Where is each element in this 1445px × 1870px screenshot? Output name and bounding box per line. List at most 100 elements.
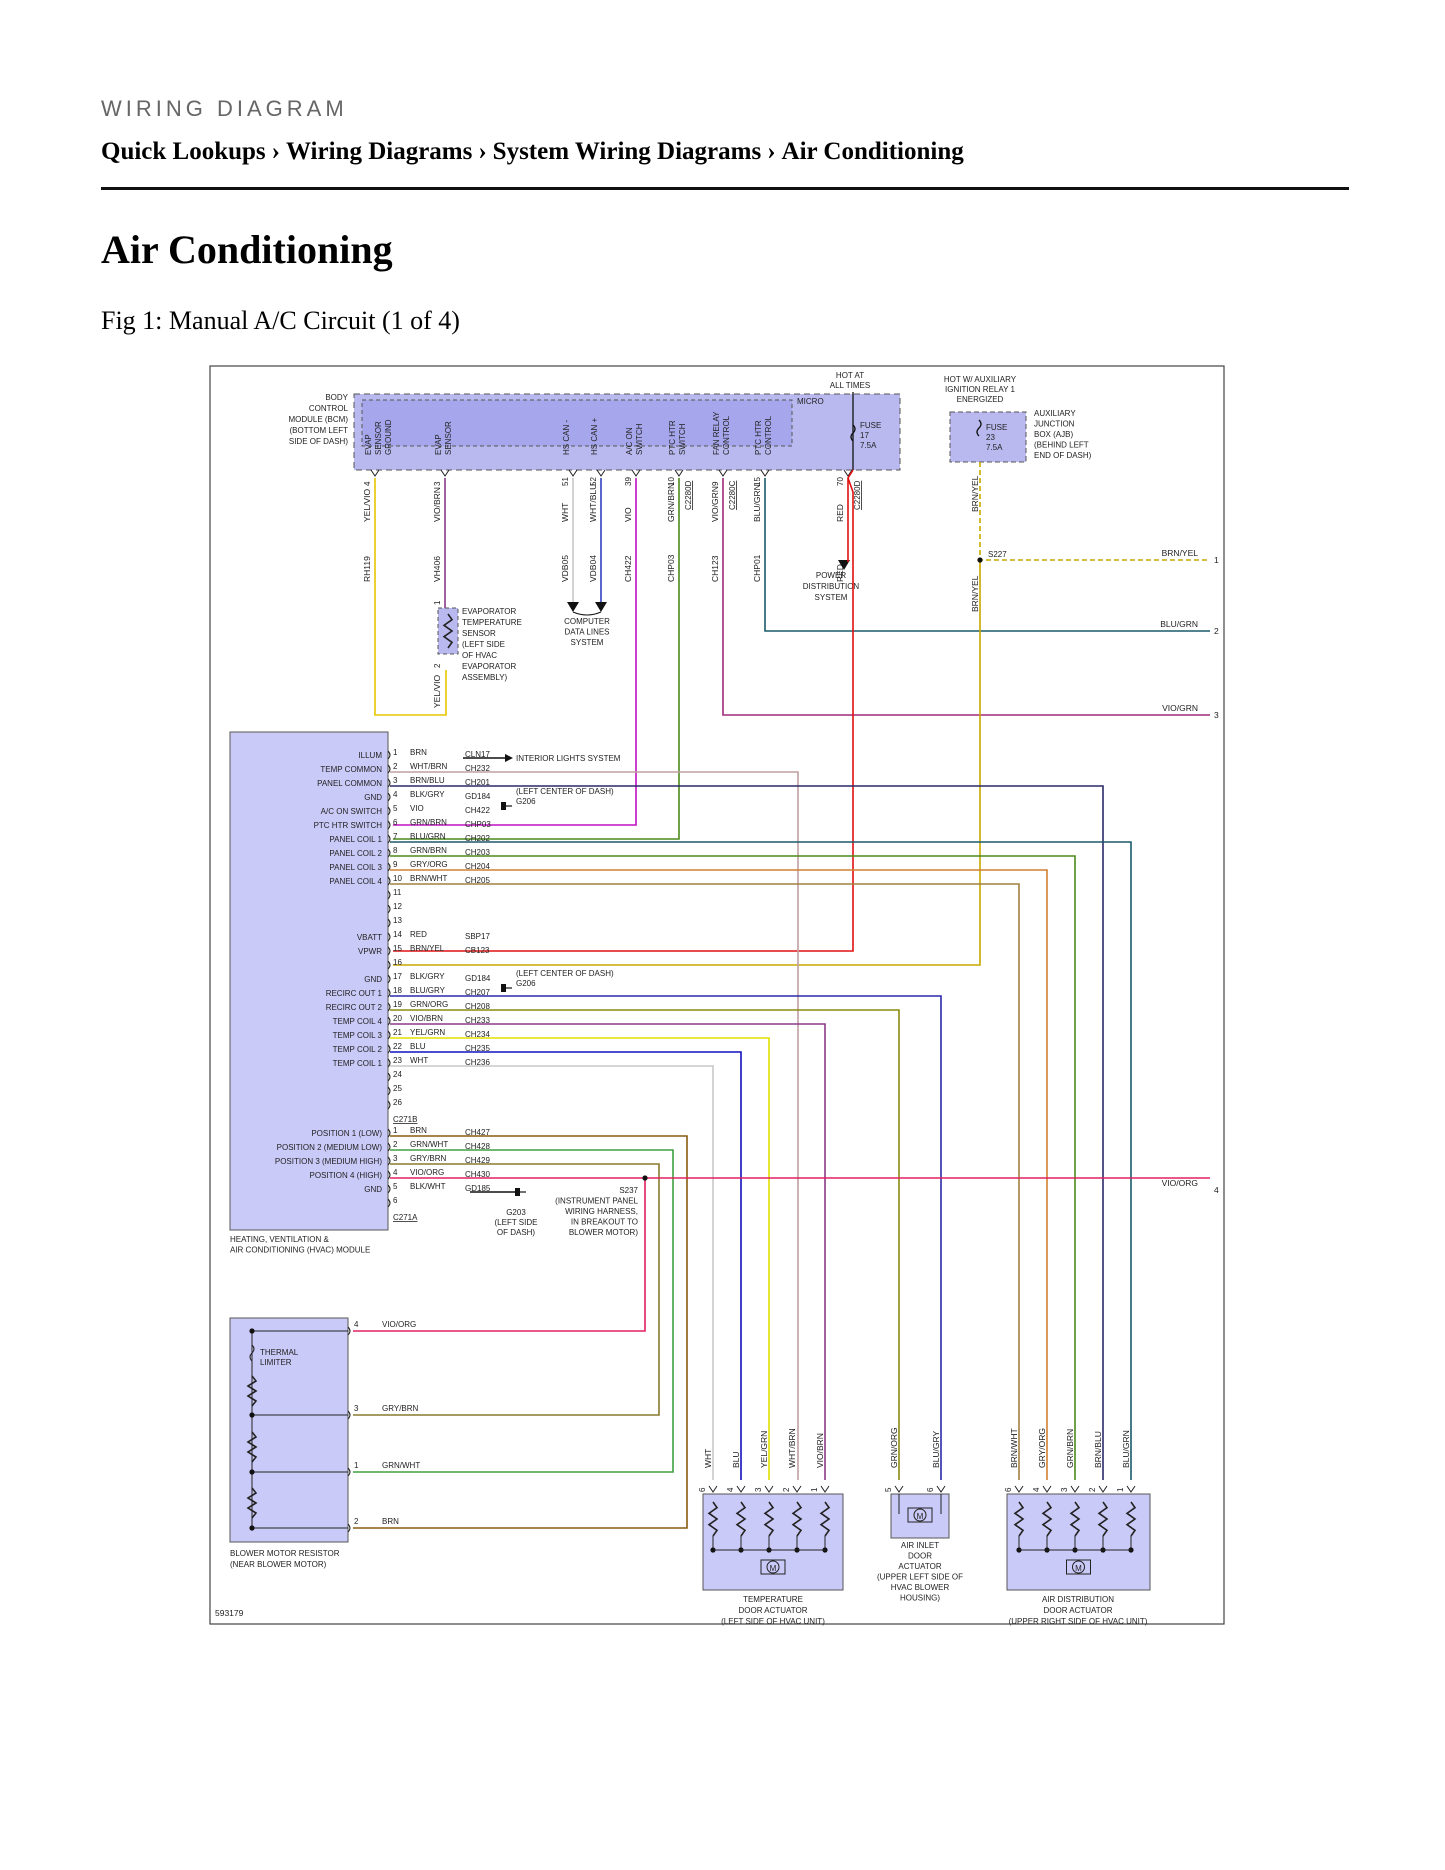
page-title: Air Conditioning bbox=[101, 227, 393, 272]
bcm-label: BODY bbox=[325, 393, 348, 402]
offpage-wire-color: VIO/ORG bbox=[1162, 1178, 1198, 1188]
computer-data-lines-label: SYSTEM bbox=[571, 638, 604, 647]
hot-at-all-times-label: HOT AT bbox=[836, 371, 864, 380]
pin-number: 1 bbox=[1116, 1487, 1125, 1492]
pin-number: 15 bbox=[393, 944, 402, 953]
evap-sensor-label: EVAPORATOR bbox=[462, 662, 516, 671]
computer-data-lines-label: COMPUTER bbox=[564, 617, 610, 626]
ajb-box bbox=[949, 411, 1027, 463]
motor-symbol bbox=[760, 1559, 786, 1575]
wire-color-label: GRN/BRN bbox=[666, 483, 676, 522]
wire-color-label: GRY/BRN bbox=[410, 1154, 447, 1163]
s237-label: IN BREAKOUT TO bbox=[571, 1218, 638, 1227]
connector-label: C271A bbox=[393, 1213, 418, 1222]
wire-color-label: RED bbox=[835, 504, 845, 522]
s237-label: WIRING HARNESS, bbox=[565, 1207, 638, 1216]
wire-color-label: YEL/GRN bbox=[759, 1431, 769, 1468]
resistor-symbol bbox=[1041, 1501, 1053, 1537]
wire-blu bbox=[390, 1051, 742, 1480]
interior-lights-label: INTERIOR LIGHTS SYSTEM bbox=[516, 754, 621, 763]
breadcrumb-quick-lookups[interactable]: Quick Lookups bbox=[101, 138, 266, 165]
evap-sensor-label: SENSOR bbox=[462, 629, 496, 638]
pin-number: 4 bbox=[726, 1487, 735, 1492]
wire-color-label: BLK/GRY bbox=[410, 790, 445, 799]
pin-number: 19 bbox=[393, 1000, 402, 1009]
fuse17-symbol bbox=[850, 424, 856, 442]
evap-sensor-label: ASSEMBLY) bbox=[462, 673, 508, 682]
pin-number: 26 bbox=[393, 1098, 402, 1107]
g206-label: G206 bbox=[516, 797, 536, 806]
motor-icon: M bbox=[1075, 1564, 1082, 1573]
g203-label: G203 bbox=[506, 1208, 526, 1217]
fuse23-label: 23 bbox=[986, 433, 995, 442]
offpage-reference: 1 bbox=[1214, 555, 1219, 565]
pin-number: 3 bbox=[354, 1404, 359, 1413]
pin-terminal bbox=[387, 1100, 391, 1110]
pin-terminal bbox=[1070, 1485, 1080, 1493]
breadcrumb: Quick Lookups›Wiring Diagrams›System Wir… bbox=[101, 138, 964, 166]
hvac-pin-function: GND bbox=[364, 1185, 382, 1194]
resistor-symbol bbox=[763, 1501, 775, 1537]
pin-terminal bbox=[387, 792, 391, 802]
circuit-label: CH203 bbox=[465, 848, 490, 857]
wire-brn-yel bbox=[979, 462, 1210, 561]
wire-brn-yel-vpwr bbox=[393, 560, 981, 966]
wire-color-label: BRN/WHT bbox=[1009, 1428, 1019, 1468]
circuit-label: CHP03 bbox=[465, 820, 491, 829]
pin-terminal bbox=[347, 1467, 351, 1477]
hvac-pin-function: RECIRC OUT 1 bbox=[326, 989, 383, 998]
pin-terminal bbox=[387, 778, 391, 788]
arrow-icon bbox=[838, 560, 850, 570]
connector-label: C2280D bbox=[853, 480, 862, 510]
pin-number: 6 bbox=[393, 818, 398, 827]
bcm-label: MODULE (BCM) bbox=[288, 415, 348, 424]
ajb-hot-label: IGNITION RELAY 1 bbox=[945, 385, 1015, 394]
pin-terminal bbox=[387, 1058, 391, 1068]
pin-terminal bbox=[387, 1002, 391, 1012]
wire-color-label: GRN/BRN bbox=[410, 818, 447, 827]
bcm-pin-function: SWITCH bbox=[678, 423, 687, 455]
wire-color-label: BLU/GRY bbox=[931, 1431, 941, 1468]
junction-dot bbox=[249, 1469, 255, 1475]
s237-label: BLOWER MOTOR) bbox=[569, 1228, 639, 1237]
s237-label: S237 bbox=[619, 1186, 638, 1195]
circuit-label: CH429 bbox=[465, 1156, 490, 1165]
wire-color-label: VIO/BRN bbox=[815, 1433, 825, 1468]
pin-number: 11 bbox=[393, 888, 402, 897]
fuse23-label: 7.5A bbox=[986, 443, 1003, 452]
hvac-pin-function: PANEL COIL 2 bbox=[329, 849, 382, 858]
breadcrumb-system-wiring-diagrams[interactable]: System Wiring Diagrams bbox=[492, 138, 762, 165]
hvac-pin-function: GND bbox=[364, 793, 382, 802]
fuse23-label: FUSE bbox=[986, 423, 1007, 432]
pin-terminal bbox=[764, 1485, 774, 1493]
ajb-label: AUXILIARY bbox=[1034, 409, 1076, 418]
hvac-module-label: HEATING, VENTILATION & bbox=[230, 1235, 329, 1244]
temperature-door-actuator-label: TEMPERATURE bbox=[743, 1595, 803, 1604]
breadcrumb-wiring-diagrams[interactable]: Wiring Diagrams bbox=[286, 138, 473, 165]
wire-color-label: BRN/YEL bbox=[970, 575, 980, 612]
s237-splice bbox=[642, 1175, 648, 1181]
g206-label: (LEFT CENTER OF DASH) bbox=[516, 969, 614, 978]
wire-blu-gry bbox=[390, 995, 942, 1480]
bcm-label: SIDE OF DASH) bbox=[289, 437, 348, 446]
wire-color-label: GRN/BRN bbox=[1065, 1429, 1075, 1468]
bcm-pin-number: 39 bbox=[624, 477, 633, 486]
pin-number: 1 bbox=[810, 1487, 819, 1492]
pin-terminal bbox=[387, 1142, 391, 1152]
pin-number: 2 bbox=[433, 663, 442, 668]
ground-symbol bbox=[501, 802, 506, 810]
wire-color-label: RED bbox=[410, 930, 427, 939]
wire-color-label: BRN/BLU bbox=[410, 776, 445, 785]
pin-number: 8 bbox=[393, 846, 398, 855]
fuse17-label: FUSE bbox=[860, 421, 881, 430]
evap-sensor-resistor bbox=[442, 613, 454, 649]
pin-terminal bbox=[387, 1128, 391, 1138]
diagram-frame bbox=[209, 365, 1225, 1625]
pin-terminal bbox=[387, 1072, 391, 1082]
pin-number: 6 bbox=[1004, 1487, 1013, 1492]
resistor-symbol bbox=[791, 1501, 803, 1537]
pin-number: 3 bbox=[393, 776, 398, 785]
hvac-pin-function: TEMP COIL 4 bbox=[333, 1017, 383, 1026]
motor-icon bbox=[913, 1508, 927, 1522]
pin-terminal bbox=[387, 1086, 391, 1096]
